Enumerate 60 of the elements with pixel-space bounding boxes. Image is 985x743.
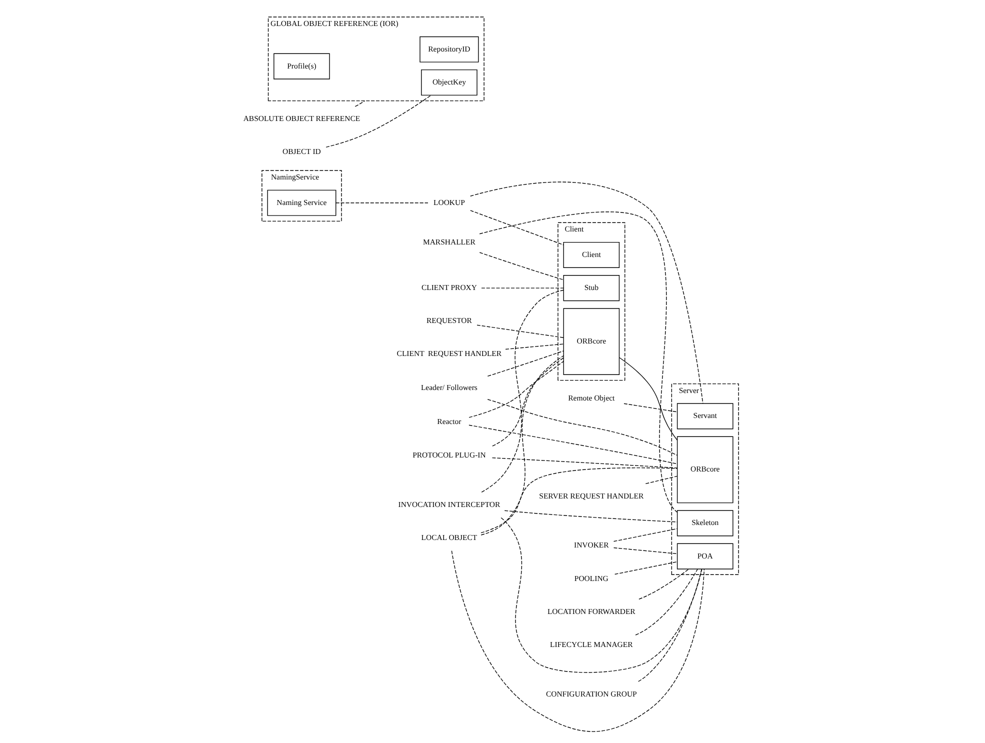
node-text: PROTOCOL PLUG-IN [412, 450, 486, 460]
connector [476, 324, 564, 338]
connector [614, 561, 678, 575]
node-box: ORBcore [676, 436, 734, 504]
node-box: Client [563, 242, 620, 268]
node-text: Remote Object [568, 394, 615, 403]
connector [480, 467, 678, 534]
connector [487, 399, 678, 456]
node-box: ObjectKey [421, 69, 478, 96]
node-text: REQUESTOR [426, 316, 472, 326]
connector [468, 360, 564, 418]
connector [326, 95, 432, 148]
node-box: Stub [563, 275, 620, 302]
node-box: Skeleton [676, 510, 734, 536]
connector [638, 568, 702, 682]
node-text: SERVER REQUEST HANDLER [539, 491, 644, 500]
connector [504, 510, 678, 522]
node-text: INVOCATION INTERCEPTOR [398, 500, 500, 509]
connector [470, 210, 564, 246]
connector [638, 568, 690, 600]
connector [479, 252, 564, 280]
node-box: Servant [676, 403, 734, 430]
node-text: LOOKUP [434, 198, 465, 207]
node-text: Leader/ Followers [420, 383, 478, 392]
connector [624, 403, 678, 412]
connector [480, 355, 564, 536]
node-text: LIFECYCLE MANAGER [550, 640, 633, 649]
connector [487, 350, 564, 377]
connector [479, 212, 678, 513]
node-text: Reactor [437, 416, 462, 426]
node-text: OBJECT ID [282, 147, 321, 156]
connector [492, 457, 678, 468]
node-text: POOLING [574, 574, 608, 583]
connector [500, 517, 702, 673]
node-box: RepositoryID [420, 36, 479, 62]
node-box: POA [676, 543, 734, 570]
connector [336, 202, 428, 204]
connector [635, 568, 698, 636]
connector [613, 528, 678, 542]
connector [470, 182, 704, 404]
connector [468, 424, 678, 464]
node-text: CLIENT REQUEST HANDLER [396, 349, 502, 358]
node-text: CLIENT PROXY [421, 283, 477, 292]
node-box: Profile(s) [274, 53, 330, 80]
connector [645, 476, 678, 484]
node-text: LOCAL OBJECT [421, 532, 478, 542]
connector [451, 550, 705, 732]
node-text: INVOKER [574, 540, 609, 550]
connector [505, 344, 564, 350]
connector [481, 290, 564, 493]
connector [354, 100, 365, 107]
connector [619, 357, 678, 440]
node-text: LOCATION FORWARDER [547, 606, 636, 616]
node-text: CONFIGURATION GROUP [546, 689, 637, 698]
node-box: Naming Service [267, 190, 336, 216]
node-text: ABSOLUTE OBJECT REFERENCE [243, 114, 360, 124]
node-text: MARSHALLER [422, 237, 476, 246]
connector [492, 357, 564, 446]
node-box: ORBcore [563, 308, 620, 376]
connector [613, 547, 678, 554]
